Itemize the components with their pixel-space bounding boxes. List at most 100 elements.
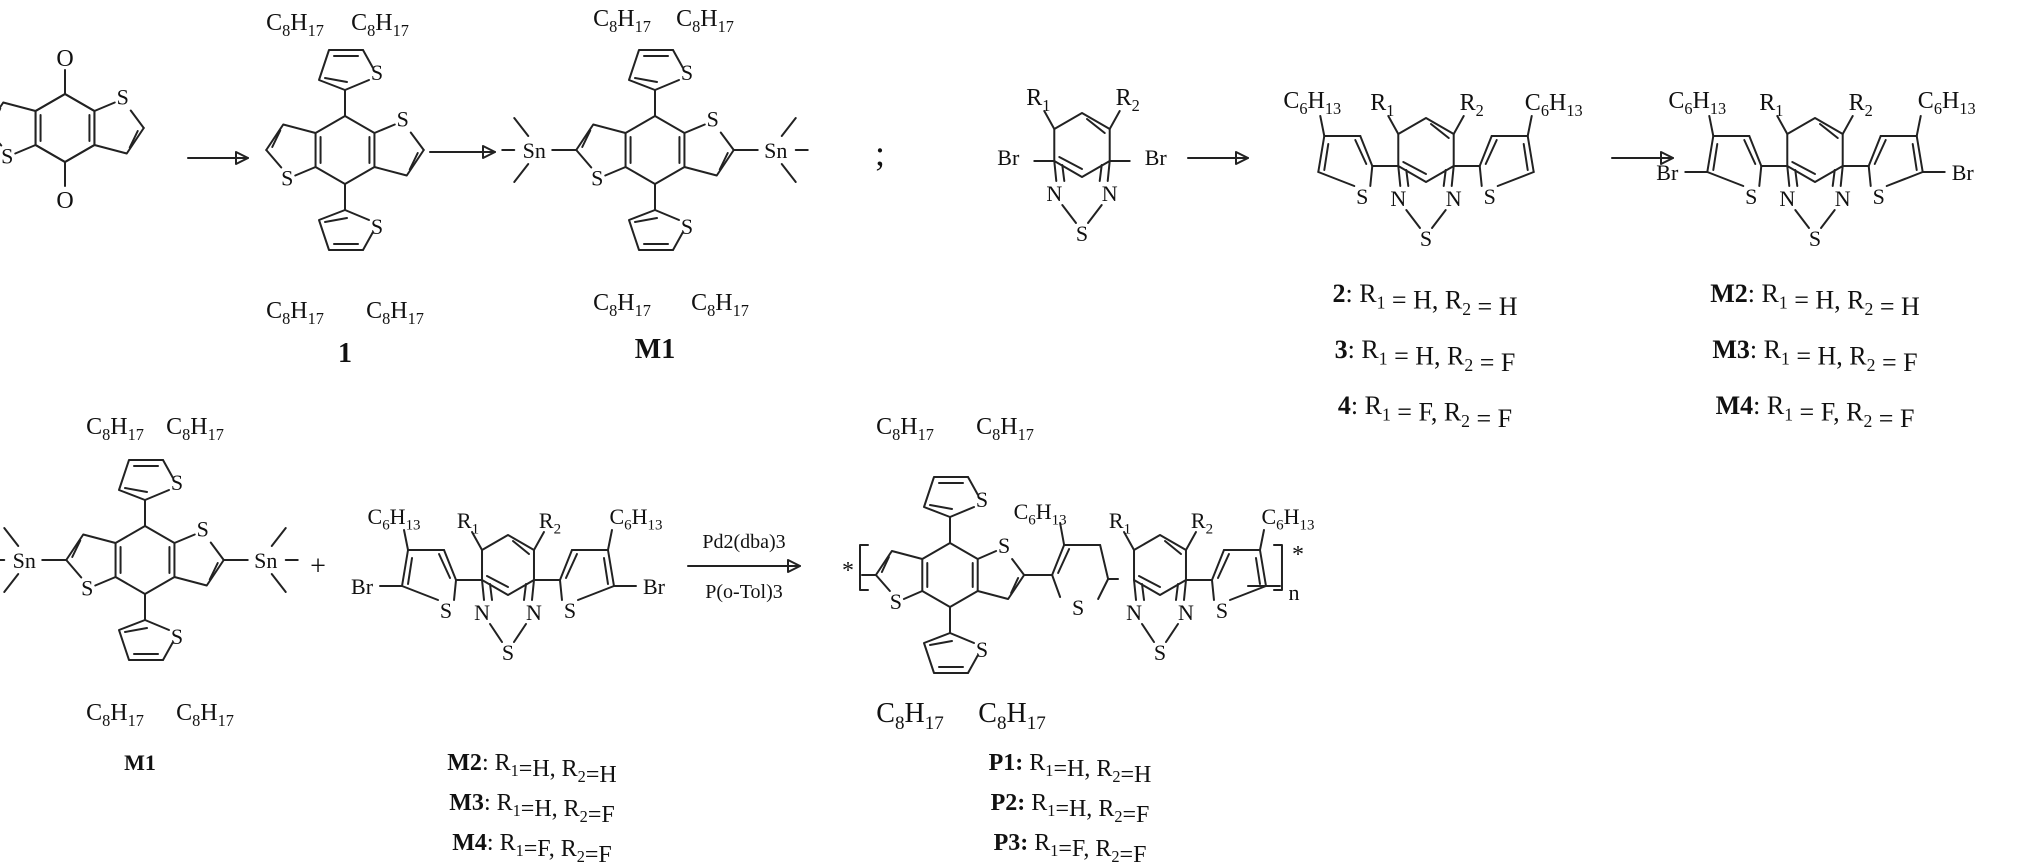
reaction-arrows-row1 [187,145,1674,165]
substituent-label: R2 [1460,90,1484,120]
substitution-row: M3: R1 = H, R2 = F [1712,335,1917,377]
substituent-label: C8H17 [86,414,144,444]
substitution-row: M2: R1 = H, R2 = H [1710,279,1920,321]
substituent-label: R2 [539,508,561,538]
substitution-row: P2: R1=H, R2=F [991,790,1150,828]
atom-label: S [998,533,1010,558]
substituent-label: R2 [1191,508,1213,538]
atom-label: S [1154,640,1166,665]
atom-label: S [171,624,183,649]
substituent-label: R2 [1849,90,1873,120]
semicolon: ; [875,133,885,173]
atom-label: N [526,600,542,625]
atom-label: N [1835,186,1851,211]
atom-label: S [281,166,293,191]
substituent-label: C8H17 [176,700,234,730]
substituent-label: C8H17 [266,10,324,40]
substituent-label: R1 [1026,85,1050,115]
substituent-label: R1 [1109,508,1131,538]
substituent-label: C8H17 [266,298,324,328]
atom-label: S [976,637,988,662]
substitution-row: M4: R1=F, R2=F [452,830,612,866]
substituent-label: R1 [1370,90,1394,120]
atom-label: S [890,589,902,614]
substituent-label: C8H17 [166,414,224,444]
end-group-star: * [842,558,854,584]
atom-label: S [81,576,93,601]
table-bottom-monomers: M2: R1=H, R2=HM3: R1=H, R2=FM4: R1=F, R2… [447,750,616,866]
atom-label: Br [643,574,666,599]
atom-label: Sn [254,548,277,573]
substituent-label: R2 [1116,85,1140,115]
substituent-label: C8H17 [593,290,651,320]
substitution-row: P1: R1=H, R2=H [989,750,1152,788]
atom-label: S [397,107,409,132]
substituent-label: C8H17 [593,6,651,36]
atom-label: N [1390,186,1406,211]
atom-label: N [1779,186,1795,211]
atom-label: Sn [13,548,36,573]
atom-label: S [1873,184,1885,209]
substituent-label: C8H17 [876,698,943,734]
polymerization-arrow: Pd2(dba)3P(o-Tol)3 [687,531,801,603]
substitution-row: M4: R1 = F, R2 = F [1716,391,1915,433]
catalyst-label: Pd2(dba)3 [702,531,785,553]
atom-label: S [1809,226,1821,251]
atom-label: Br [997,145,1020,170]
table-polymers: P1: R1=H, R2=HP2: R1=H, R2=FP3: R1=F, R2… [989,750,1152,866]
atom-label: Sn [764,138,787,163]
compound-label-M1: M1 [635,334,675,365]
substitution-row: M3: R1=H, R2=F [449,790,614,828]
atom-label: N [1446,186,1462,211]
atom-label: S [1076,221,1088,246]
table-compounds-2-4: 2: R1 = H, R2 = H 3: R1 = H, R2 = F 4: R1 … [1332,279,1517,433]
end-group-star: * [1292,542,1304,568]
substituent-label: C8H17 [676,6,734,36]
substituent-label: C6H13 [1668,88,1726,118]
atom-label: S [1072,595,1084,620]
substitution-row: 3: R1 = H, R2 = F [1335,335,1516,377]
substituent-label: C6H13 [1261,504,1314,534]
atom-label: O [56,188,73,214]
atom-label: S [371,60,383,85]
atom-label: S [976,487,988,512]
atom-label: S [564,598,576,623]
atom-label: S [171,470,183,495]
atom-label: S [1420,226,1432,251]
atom-label: S [1745,184,1757,209]
atom-label: S [502,640,514,665]
atom-label: S [1356,184,1368,209]
substituent-label: C8H17 [351,10,409,40]
atom-label: S [371,214,383,239]
atom-label: N [1178,600,1194,625]
atom-label: S [681,60,693,85]
atom-label: S [591,166,603,191]
substitution-row: 2: R1 = H, R2 = H [1332,279,1517,321]
substituent-label: C6H13 [1014,499,1067,529]
starting-quinone: OO [34,46,96,214]
substitution-row: 4: R1 = F, R2 = F [1338,391,1512,433]
atom-label: Br [351,574,374,599]
atom-label: S [1216,598,1228,623]
atom-label: Br [1656,160,1679,185]
atom-label: S [440,598,452,623]
atom-label: Sn [523,138,546,163]
atom-label: S [197,517,209,542]
atom-label: S [1484,184,1496,209]
substituent-label: R1 [1759,90,1783,120]
substitution-row: M2: R1=H, R2=H [447,750,616,788]
substituent-label: C8H17 [366,298,424,328]
substituent-label: C8H17 [86,700,144,730]
substituent-label: C8H17 [978,698,1045,734]
substituent-label: C6H13 [1918,88,1976,118]
substituent-label: C6H13 [368,504,421,534]
repeat-unit-n: n [1288,580,1299,605]
